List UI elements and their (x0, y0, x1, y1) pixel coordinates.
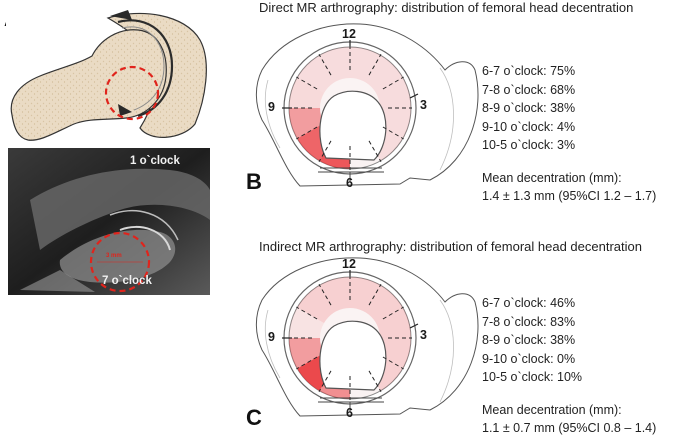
panel-c-mean-value: 1.1 ± 0.7 mm (95%CI 0.8 – 1.4) (482, 421, 657, 435)
zoom-circle-illustration (104, 65, 160, 121)
panel-c-letter: C (246, 405, 262, 430)
panel-b-letter: B (246, 169, 262, 194)
mri-label-1-oclock: 1 o`clock (130, 155, 180, 167)
panel-b-clock-ray-4 (382, 126, 404, 140)
panel-b-stats: 6-7 o`clock: 75% 7-8 o`clock: 68% 8-9 o`… (482, 62, 656, 206)
panel-b-clock-ray-2 (382, 76, 404, 90)
panel-b-clock-ray-10 (296, 76, 318, 90)
panel-b-sector-2 (289, 108, 325, 139)
panel-c-stat-4: 10-5 o`clock: 10% (482, 370, 583, 384)
panel-b-clock-3: 3 (420, 98, 427, 112)
panel-c-sector-3 (289, 307, 325, 338)
panel-c-clock-ray-5 (368, 370, 382, 392)
panel-b-clock-ray-11 (318, 54, 332, 76)
hip-diagram-b (255, 23, 479, 187)
zoom-circle-mri (89, 231, 151, 293)
panel-c-clock-ray-8 (296, 356, 318, 370)
panel-c-clock-ray-7 (318, 370, 332, 392)
panel-b-sector-3 (289, 77, 325, 108)
hip-diagram-c (255, 257, 479, 417)
panel-c-clock-3: 3 (420, 328, 427, 342)
panel-b-stat-2: 8-9 o`clock: 38% (482, 101, 576, 115)
mri-distance-marker: 3 mm (106, 253, 122, 259)
panel-b-stat-3: 9-10 o`clock: 4% (482, 119, 576, 134)
panel-c-title: Indirect MR arthrography: distribution o… (259, 239, 642, 254)
panel-b-title: Direct MR arthrography: distribution of … (259, 0, 634, 15)
panel-c-clock-ray-4 (382, 356, 404, 370)
panel-c-clock-ray-1 (368, 284, 382, 306)
panel-c-clock-ray-2 (382, 306, 404, 320)
hip-illustration (6, 6, 211, 146)
panel-b-clock-ray-5 (368, 140, 382, 162)
panel-b-clock-ray-1 (368, 54, 382, 76)
panel-c-stat-2: 8-9 o`clock: 38% (482, 333, 576, 347)
panel-b-stat-4: 10-5 o`clock: 3% (482, 138, 576, 152)
panel-c-clock-ray-10 (296, 306, 318, 320)
mri-image (8, 148, 210, 295)
panel-c-stat-1: 7-8 o`clock: 83% (482, 314, 576, 329)
panel-c-clock-ray-11 (318, 284, 332, 306)
panel-b-clock-ray-8 (296, 126, 318, 140)
mri-label-7-oclock: 7 o`clock (102, 275, 152, 287)
panel-c-stats: 6-7 o`clock: 46% 7-8 o`clock: 83% 8-9 o`… (482, 294, 656, 438)
panel-c-stat-0: 6-7 o`clock: 46% (482, 296, 576, 310)
panel-b-stat-1: 7-8 o`clock: 68% (482, 82, 576, 97)
panel-b-clock-6: 6 (346, 176, 353, 190)
panel-b-stat-0: 6-7 o`clock: 75% (482, 64, 576, 78)
panel-b-mean-value: 1.4 ± 1.3 mm (95%CI 1.2 – 1.7) (482, 189, 657, 203)
panel-c-stat-3: 9-10 o`clock: 0% (482, 351, 576, 366)
panel-b-clock-ray-7 (318, 140, 332, 162)
panel-c-sector-2 (289, 338, 325, 369)
panel-b-clock-9: 9 (268, 100, 275, 114)
panel-c-clock-9: 9 (268, 330, 275, 344)
panel-c-clock-6: 6 (346, 406, 353, 420)
panel-c-mean-label: Mean decentration (mm): (482, 402, 622, 417)
panel-b-clock-12: 12 (342, 27, 356, 41)
panel-b-mean-label: Mean decentration (mm): (482, 170, 622, 185)
panel-c-clock-12: 12 (342, 257, 356, 271)
